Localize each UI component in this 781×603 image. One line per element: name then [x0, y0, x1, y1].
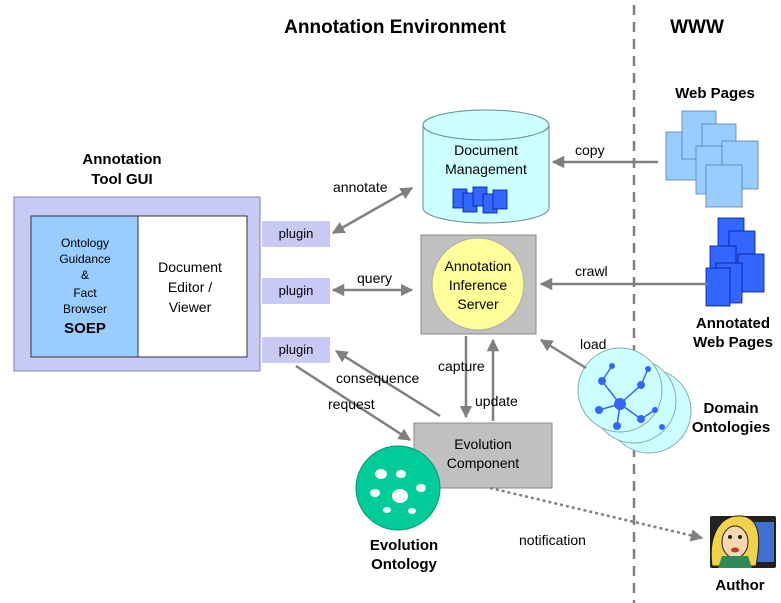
consequence-arrow [334, 349, 441, 418]
document-editor-panel [137, 215, 248, 358]
inference-server-line2: Inference [449, 277, 508, 293]
update-label: update [475, 393, 518, 409]
ontology-panel-line1: Ontology [61, 236, 109, 250]
editor-panel-line1: Document [158, 259, 222, 275]
document-management-cylinder: Document Management [422, 109, 550, 224]
evolution-component-line2: Component [447, 455, 519, 471]
consequence-label: consequence [336, 370, 420, 386]
crawl-label: crawl [575, 263, 608, 279]
capture-label: capture [438, 358, 485, 374]
notification-label: notification [519, 532, 586, 548]
copy-label: copy [575, 142, 605, 158]
load-label: load [580, 336, 606, 352]
request-arrow [295, 364, 412, 442]
gui-title-line2: Tool GUI [91, 171, 152, 188]
inference-server-line1: Annotation [445, 258, 512, 274]
heading-www: WWW [670, 17, 724, 38]
annotate-arrow [331, 186, 414, 235]
editor-panel-line2: Editor / [168, 279, 212, 295]
evolution-ontology-line2: Ontology [371, 556, 437, 573]
notification-arrow [489, 486, 704, 542]
plugin-annotate-box [262, 221, 330, 247]
ontology-panel-line4: Fact [73, 286, 97, 300]
domain-ontologies-icon [577, 347, 692, 454]
ontology-panel-line3: & [81, 268, 89, 282]
web-pages-icon [665, 110, 759, 208]
author-label: Author [715, 577, 764, 594]
domain-ontologies-line2: Ontologies [692, 419, 770, 436]
gui-title-line1: Annotation [82, 151, 161, 168]
heading-annotation-environment: Annotation Environment [284, 17, 506, 38]
inference-server-line3: Server [457, 296, 499, 312]
evolution-ontology-line1: Evolution [370, 537, 438, 554]
doc-management-line1: Document [454, 142, 518, 158]
ontology-panel-line5: Browser [63, 302, 107, 316]
plugin-evolution-label: plugin [279, 342, 314, 357]
doc-management-line2: Management [445, 161, 527, 177]
domain-ontologies-line1: Domain [703, 400, 758, 417]
ontology-guidance-panel [30, 215, 139, 358]
annotation-tool-gui: Ontology Guidance & Fact Browser SOEP Do… [13, 196, 261, 372]
load-arrow [539, 338, 587, 370]
plugin-query-box [262, 278, 330, 304]
annotated-web-pages-icon [705, 217, 765, 307]
annotated-web-pages-line1: Annotated [696, 315, 770, 332]
author-icon [710, 515, 776, 568]
evolution-ontology-icon [355, 445, 441, 531]
request-label: request [328, 396, 375, 412]
query-label: query [357, 270, 392, 286]
web-pages-label: Web Pages [675, 85, 755, 102]
annotate-label: annotate [333, 179, 388, 195]
annotated-web-pages-line2: Web Pages [693, 334, 773, 351]
plugin-query-label: plugin [279, 283, 314, 298]
inference-server-circle [431, 237, 525, 331]
soep-label: SOEP [64, 320, 106, 337]
plugin-annotate-label: plugin [279, 226, 314, 241]
document-stack-icon [452, 186, 508, 214]
editor-panel-line3: Viewer [169, 299, 212, 315]
evolution-component-line1: Evolution [454, 436, 512, 452]
ontology-panel-line2: Guidance [59, 252, 111, 266]
plugin-evolution-box [262, 337, 330, 363]
